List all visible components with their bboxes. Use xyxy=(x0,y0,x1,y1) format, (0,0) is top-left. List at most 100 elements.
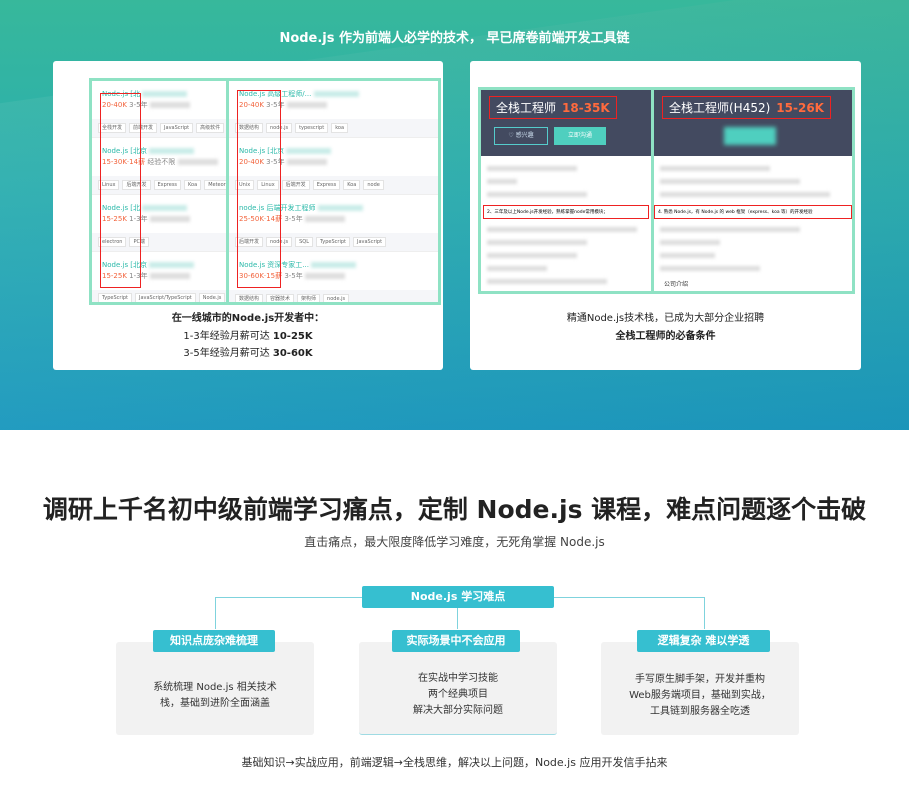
caption-text: 3-5年经验月薪可达 xyxy=(183,348,273,359)
job-title: Node.js [北 xyxy=(102,89,188,99)
difficulty-label: 逻辑复杂 难以学透 xyxy=(637,630,770,652)
job-tag: Express xyxy=(153,180,182,190)
job-salary: 15-25K 1-3年 xyxy=(102,271,190,281)
job-tag: 后端开发 xyxy=(281,180,310,190)
chat-button[interactable]: 立即沟通 xyxy=(554,127,606,145)
section-footer: 基础知识→实战应用，前端逻辑→全栈思维，解决以上问题，Node.js 应用开发信… xyxy=(241,756,668,769)
job-item[interactable]: Node.js 资深专家工... 30-60K·15薪 3-5年 数据结构容器技… xyxy=(229,252,438,302)
difficulty-root: Node.js 学习难点 xyxy=(362,586,554,608)
caption-line: 全栈工程师的必备条件 xyxy=(615,331,716,342)
caption-line: 1-3年经验月薪可达 10-25K xyxy=(53,328,443,346)
interest-button[interactable]: ♡ 感兴趣 xyxy=(494,127,548,145)
caption-value: 30-60K xyxy=(272,348,313,359)
hero-banner: Node.js 作为前端人必学的技术， 早已席卷前端开发工具链 Node.js … xyxy=(0,0,909,430)
job-salary: 20-40K 3-5年 xyxy=(239,100,327,110)
job-tag: JavaScript xyxy=(352,237,387,247)
job-tag: node.js xyxy=(323,294,350,302)
job-title: Node.js [北京 xyxy=(102,146,195,156)
job-tag: Linux xyxy=(257,180,279,190)
job-salary: 20-40K 3-5年 xyxy=(102,100,190,110)
section-subtitle: 直击痛点，最大限度降低学习难度，无死角掌握 Node.js xyxy=(304,535,605,549)
job-tag: PC端 xyxy=(129,237,149,247)
job-tag: TypeScript xyxy=(315,237,350,247)
job-tag: koa xyxy=(331,123,349,133)
difficulty-label: 实际场景中不会应用 xyxy=(392,630,520,652)
job-tag: node xyxy=(363,180,384,190)
job-tag: 高级软件 xyxy=(196,123,225,133)
caption-line: 精通Node.js技术栈，已成为大部分企业招聘 xyxy=(566,313,765,324)
job-tag: 后端开发 xyxy=(235,237,264,247)
job-title: Node.js [北 xyxy=(102,203,188,213)
job-tag: Meteor xyxy=(204,180,226,190)
company-intro-label: 公司介绍 xyxy=(664,281,689,288)
highlight-box xyxy=(100,93,141,288)
difficulty-label: 知识点庞杂难梳理 xyxy=(153,630,275,652)
job-tag: 前端开发 xyxy=(129,123,158,133)
caption-value: 10-25K xyxy=(272,331,313,342)
job-tag: 数据结构 xyxy=(235,123,264,133)
job-tag: TypeScript xyxy=(98,293,132,302)
job-salary: 15-25K 1-3年 xyxy=(102,214,190,224)
job-tag: electron xyxy=(98,237,127,247)
requirement-highlight: 4. 熟悉 Node.js，有 Node.js 的 web 框架（express… xyxy=(654,205,852,219)
job-tag: Express xyxy=(312,180,341,190)
job-title: Node.js [北京 xyxy=(102,260,195,270)
job-salary: 25-50K·14薪 3-5年 xyxy=(239,214,345,224)
job-salary: 15-30K·14薪 经验不限 xyxy=(102,157,218,167)
job-tag: SQL xyxy=(295,237,313,247)
job-tag: Koa xyxy=(343,180,361,190)
difficulty-panel: 在实战中学习技能两个经典项目解决大部分实际问题 xyxy=(359,642,557,735)
job-tag: node.js xyxy=(266,237,293,247)
job-tag: 全栈开发 xyxy=(98,123,127,133)
job-salary: 20-40K 3-5年 xyxy=(239,157,327,167)
section-title: 调研上千名初中级前端学习痛点，定制 Node.js 课程，难点问题逐个击破 xyxy=(42,495,867,524)
banner-title: Node.js 作为前端人必学的技术， 早已席卷前端开发工具链 xyxy=(279,31,630,46)
job-tag: Node.js xyxy=(198,293,226,302)
job-title: node.js 后端开发工程师 xyxy=(239,203,363,213)
job-tag: Koa xyxy=(184,180,202,190)
job-tag: JavaScript xyxy=(160,123,194,133)
job-tag: typescript xyxy=(295,123,329,133)
job-tag: Linux xyxy=(98,180,120,190)
job-title: Node.js [北京 xyxy=(239,146,332,156)
requirement-highlight: 2、三年及以上Node.js开发经验，熟练掌握node常用模块； xyxy=(483,205,649,219)
highlight-box xyxy=(237,90,281,288)
job-tag: Unix xyxy=(235,180,255,190)
difficulty-panel: 系统梳理 Node.js 相关技术栈，基础到进阶全面涵盖 xyxy=(116,642,314,735)
job-title: 全栈工程师(H452)15-26K xyxy=(662,96,831,119)
job-tag: node.js xyxy=(266,123,293,133)
job-tag: 数据结构 xyxy=(235,294,264,302)
job-tag: 后端开发 xyxy=(122,180,151,190)
job-tag: JavaScript/TypeScript xyxy=(135,293,196,302)
job-title: Node.js 资深专家工... xyxy=(239,260,357,270)
job-tag: 容器技术 xyxy=(266,294,295,302)
job-tag: 架构师 xyxy=(297,294,321,302)
job-detail-right: 全栈工程师(H452)15-26K 4. 熟悉 Node.js，有 Node.j… xyxy=(654,90,852,291)
caption-line: 3-5年经验月薪可达 30-60K xyxy=(53,345,443,363)
caption-title: 在一线城市的Node.js开发者中： xyxy=(171,313,325,324)
caption-text: 1-3年经验月薪可达 xyxy=(183,331,273,342)
